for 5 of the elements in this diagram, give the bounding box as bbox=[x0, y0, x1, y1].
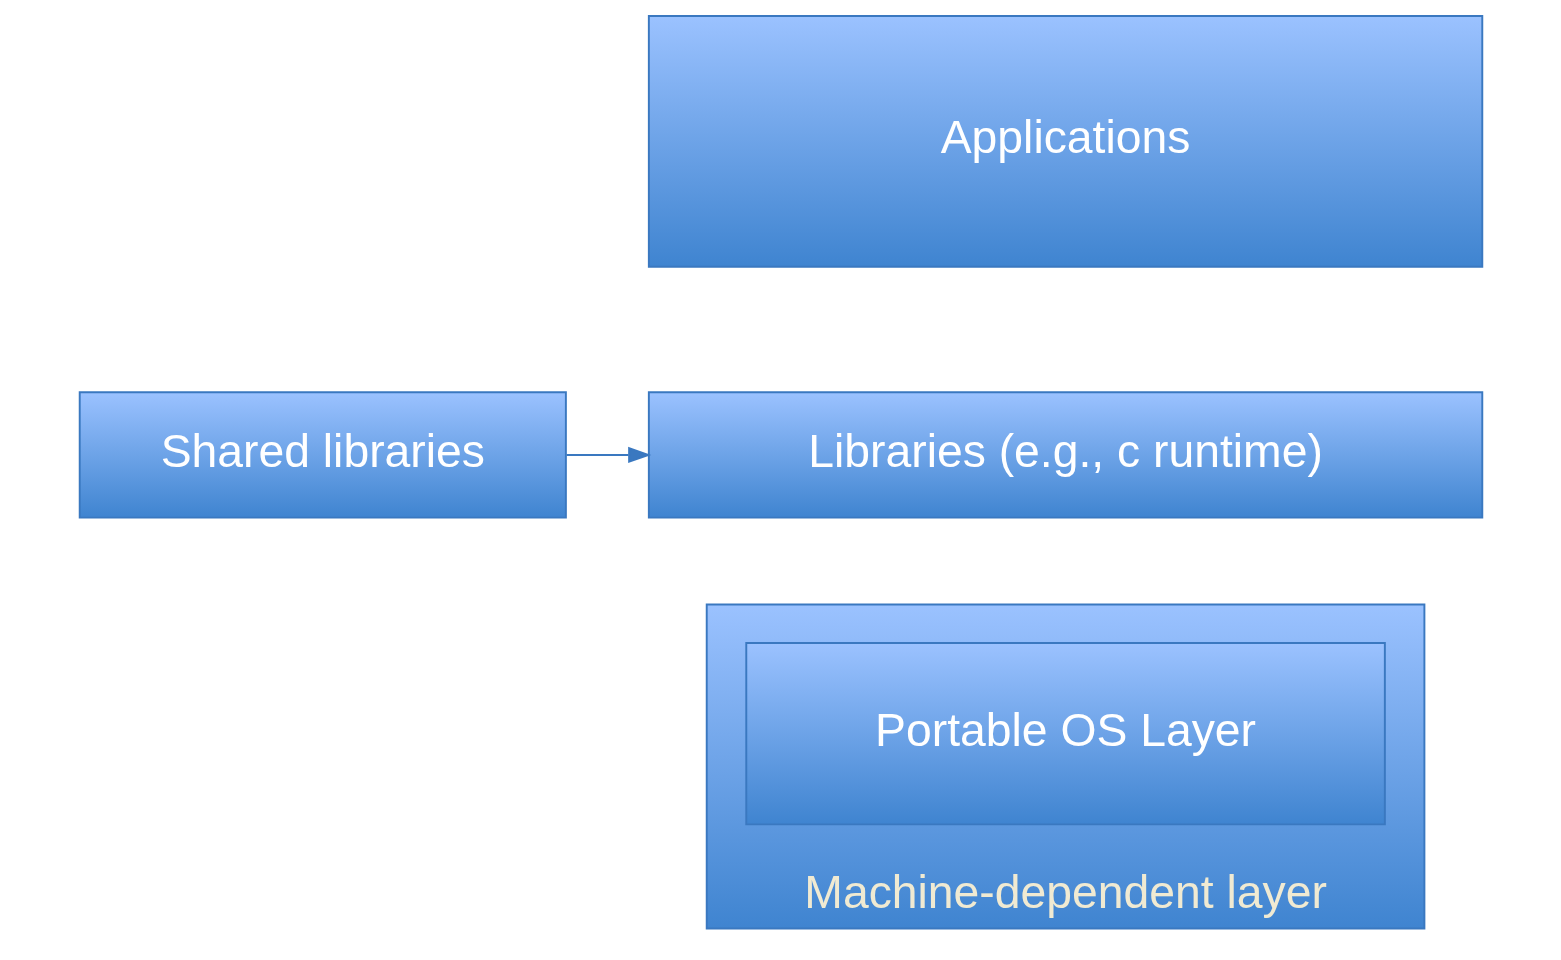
node-box: Portable OS Layer bbox=[744, 642, 1386, 826]
node-box: Libraries (e.g., c runtime) bbox=[647, 391, 1483, 519]
node-box: Shared libraries bbox=[78, 391, 567, 519]
arrow bbox=[565, 446, 651, 464]
node-box: Applications bbox=[647, 15, 1483, 268]
